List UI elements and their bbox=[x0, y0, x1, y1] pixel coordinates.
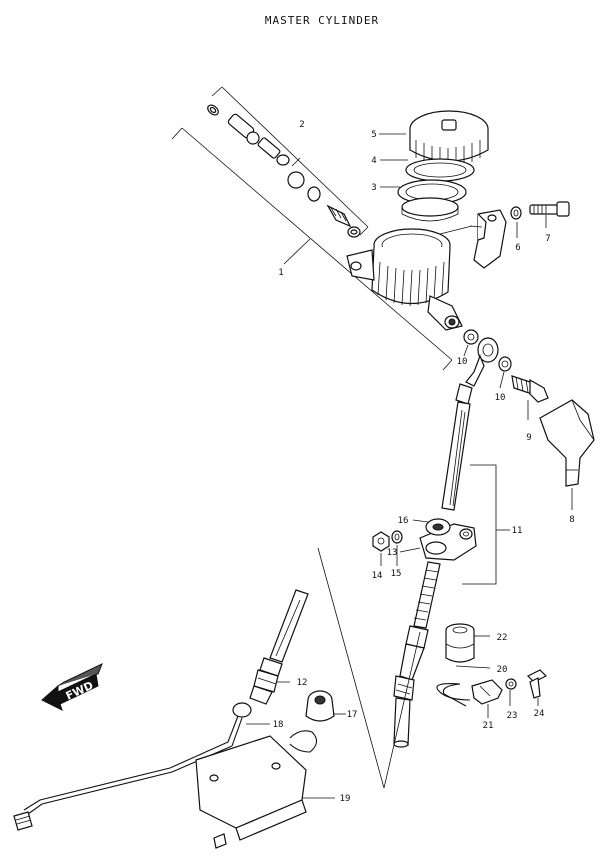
callout-10-upper: 10 bbox=[457, 357, 468, 367]
callout-21: 21 bbox=[483, 721, 494, 731]
piston-parts bbox=[207, 104, 361, 238]
hose-to-pipe bbox=[249, 589, 309, 705]
clamp-washer bbox=[510, 206, 522, 220]
clamp bbox=[469, 209, 507, 269]
master-cylinder-body bbox=[346, 228, 463, 331]
callout-13: 13 bbox=[387, 548, 398, 558]
callout-8: 8 bbox=[569, 515, 574, 525]
callout-17: 17 bbox=[347, 710, 358, 720]
reservoir-cap bbox=[409, 110, 489, 166]
assembly-path-line bbox=[317, 547, 421, 789]
grommet bbox=[445, 623, 475, 663]
callout-2: 2 bbox=[299, 120, 304, 130]
brake-hose-lower bbox=[393, 561, 441, 748]
callout-14: 14 bbox=[372, 571, 383, 581]
brake-pipe bbox=[13, 702, 252, 831]
clip-stopper bbox=[471, 679, 503, 705]
hose-washer bbox=[391, 530, 403, 544]
hose-junction bbox=[419, 518, 477, 561]
callout-4: 4 bbox=[371, 156, 376, 166]
callout-16: 16 bbox=[398, 516, 409, 526]
callout-9: 9 bbox=[526, 433, 531, 443]
cap-plate bbox=[397, 179, 467, 222]
clamp-bolt bbox=[529, 201, 570, 217]
callout-7: 7 bbox=[545, 234, 550, 244]
clip-screw bbox=[526, 669, 548, 699]
callout-20: 20 bbox=[497, 665, 508, 675]
callout-24: 24 bbox=[534, 709, 545, 719]
boot bbox=[539, 399, 595, 487]
callout-19: 19 bbox=[340, 794, 351, 804]
callout-12: 12 bbox=[297, 678, 308, 688]
callout-22: 22 bbox=[497, 633, 508, 643]
callout-6: 6 bbox=[515, 243, 520, 253]
callout-11: 11 bbox=[512, 526, 523, 536]
callout-1: 1 bbox=[278, 268, 283, 278]
callout-5: 5 bbox=[371, 130, 376, 140]
banjo-fitting bbox=[465, 337, 499, 387]
hose-nut bbox=[372, 531, 390, 552]
washer-upper bbox=[463, 329, 479, 345]
bracket-1 bbox=[171, 127, 453, 371]
diagram-title: MASTER CYLINDER bbox=[265, 14, 379, 27]
callout-23: 23 bbox=[507, 711, 518, 721]
callout-15: 15 bbox=[391, 569, 402, 579]
callout-10-lower: 10 bbox=[495, 393, 506, 403]
callout-18: 18 bbox=[273, 720, 284, 730]
cap-diaphragm bbox=[405, 158, 475, 182]
washer-lower bbox=[498, 356, 512, 372]
fwd-arrow-icon bbox=[41, 663, 103, 711]
bracket-11 bbox=[462, 464, 510, 585]
clip-washer bbox=[505, 678, 517, 690]
pipe-grommet bbox=[305, 690, 335, 722]
leader-lines bbox=[246, 133, 573, 799]
brake-hose-upper bbox=[441, 383, 473, 511]
bracket-2 bbox=[211, 86, 369, 236]
union-bolt bbox=[511, 375, 549, 403]
hose-clip bbox=[436, 683, 471, 707]
pipe-bracket bbox=[195, 730, 318, 849]
callout-3: 3 bbox=[371, 183, 376, 193]
callout-labels: 1 2 3 4 5 6 7 8 9 10 10 11 12 13 14 15 1… bbox=[273, 120, 575, 804]
